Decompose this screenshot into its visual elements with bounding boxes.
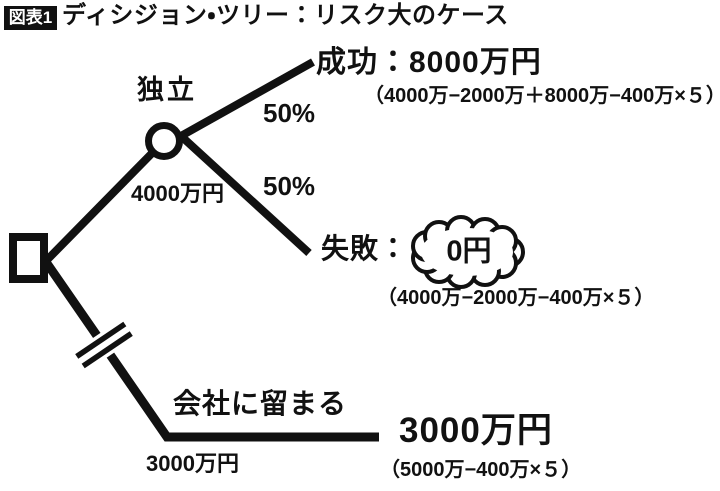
figure-number-badge: 図表1 (4, 6, 57, 30)
chance-node-circle (145, 122, 183, 160)
label-independent-cost: 4000万円 (131, 181, 224, 206)
label-success-formula: （4000万−2000万＋8000万−400万×５） (364, 85, 720, 107)
label-stay-result: 3000万円 (399, 411, 553, 450)
cloud-bubble (411, 215, 525, 289)
label-stay-formula: （5000万−400万×５） (380, 459, 582, 481)
branch-line-failure (178, 133, 312, 256)
label-stay: 会社に留まる (173, 388, 348, 419)
label-failure-outcome: 失敗： (321, 233, 409, 264)
branch-line-stay (42, 259, 379, 442)
label-success-outcome: 成功：8000万円 (316, 46, 542, 79)
label-independent: 独立 (137, 75, 197, 105)
label-failure-probability: 50% (263, 171, 316, 201)
label-stay-cost: 3000万円 (146, 451, 239, 476)
branch-break-mark (72, 318, 136, 372)
figure-title: ディシジョン・ツリー：リスク大のケース (62, 2, 509, 29)
label-failure-value: 0円 (446, 235, 492, 268)
label-failure-formula: （4000万−2000万−400万×５） (377, 287, 655, 309)
branch-line-success (179, 58, 315, 140)
decision-node-square (9, 233, 48, 283)
branch-line-independent (43, 138, 167, 264)
label-success-probability: 50% (263, 98, 316, 128)
